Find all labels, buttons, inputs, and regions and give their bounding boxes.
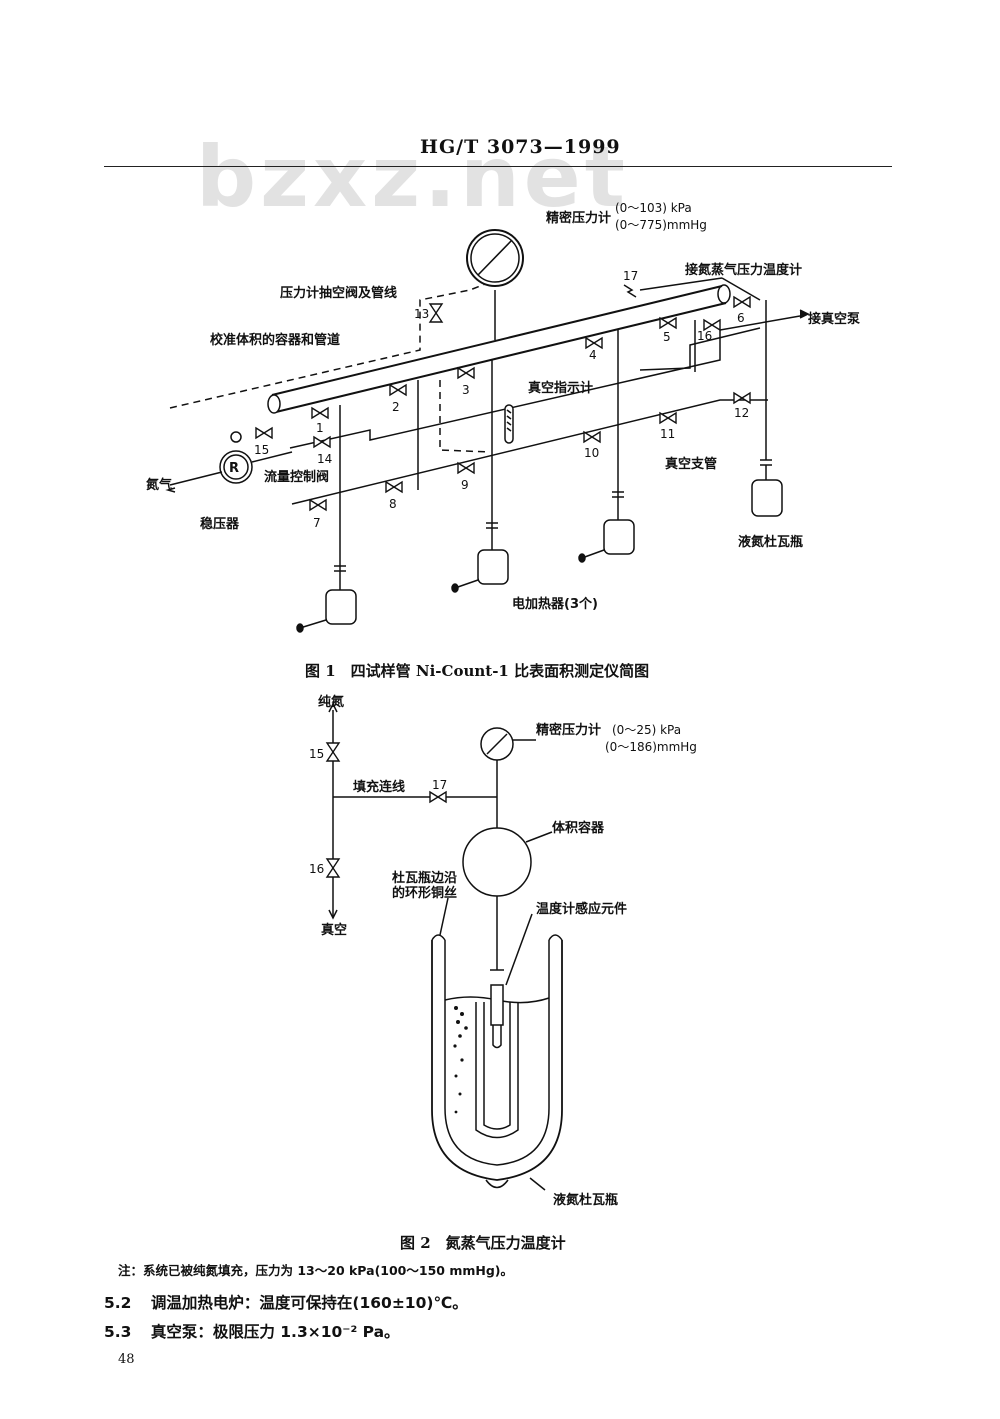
section-5-3-text: 真空泵：极限压力 1.3×10⁻² Pa。 xyxy=(150,1323,400,1341)
fig1-gauge-label: 精密压力计 xyxy=(546,210,611,226)
fig1-vacuum-indicator-label: 真空指示计 xyxy=(528,380,593,396)
section-5-3: 5.3 真空泵：极限压力 1.3×10⁻² Pa。 xyxy=(104,1320,400,1342)
fig1-regulator-label: 稳压器 xyxy=(200,516,240,532)
valve-4 xyxy=(585,337,603,349)
heater-2 xyxy=(451,545,509,593)
fig1-gauge-range-mmhg: (0～775)mmHg xyxy=(615,218,707,232)
valve-14 xyxy=(313,436,331,448)
vacuum-manifold-upper xyxy=(289,315,801,449)
fig2-ring-wire-label-1: 杜瓦瓶边沿 xyxy=(392,870,457,886)
note-text: 注：系统已被纯氮填充，压力为 13～20 kPa(100～150 mmHg)。 xyxy=(118,1263,513,1278)
valve-15-fig2 xyxy=(326,742,340,762)
fig1-gauge-range-kpa: (0～103) kPa xyxy=(615,201,692,215)
valve-7 xyxy=(309,499,327,511)
watermark: bzxz.net xyxy=(196,128,629,226)
section-5-2-text: 调温加热电炉：温度可保持在(160±10)℃。 xyxy=(150,1294,468,1312)
heater-3 xyxy=(578,492,635,563)
valve-number-2: 2 xyxy=(392,400,400,414)
fig1-vacuum-branch-label: 真空支管 xyxy=(665,456,717,472)
fig2-vacuum-label: 真空 xyxy=(321,922,347,938)
fig1-nitrogen-label: 氮气 xyxy=(146,477,172,493)
valve-12 xyxy=(733,392,751,404)
calibration-tube xyxy=(267,284,731,414)
section-5-3-number: 5.3 xyxy=(104,1323,132,1341)
valve-number-11: 11 xyxy=(660,427,675,441)
valve-5 xyxy=(659,317,677,329)
vacuum-indicator-icon xyxy=(504,404,514,444)
valve-number-10: 10 xyxy=(584,446,599,460)
fig2-valve-number-16: 16 xyxy=(309,862,324,876)
section-5-2: 5.2 调温加热电炉：温度可保持在(160±10)℃。 xyxy=(104,1291,468,1313)
valve-10 xyxy=(583,431,601,443)
fig2-gauge-range-kpa: (0～25) kPa xyxy=(612,723,681,737)
fig2-valve-number-17: 17 xyxy=(432,778,447,792)
fig2-dewar-label: 液氮杜瓦瓶 xyxy=(553,1192,618,1208)
page-number: 48 xyxy=(118,1352,135,1367)
valve-number-4: 4 xyxy=(589,348,597,362)
figure-2-caption: 图 2 氮蒸气压力温度计 xyxy=(400,1234,566,1252)
valve-number-17: 17 xyxy=(623,269,638,283)
header-rule xyxy=(104,166,892,167)
valve-2 xyxy=(389,384,407,396)
nitrogen-bubbles xyxy=(453,1006,468,1114)
figure-2 xyxy=(328,702,563,1191)
fig1-n2-thermometer-label: 接氮蒸气压力温度计 xyxy=(685,262,802,278)
valve-number-6: 6 xyxy=(737,311,745,325)
fig2-valve-number-15: 15 xyxy=(309,747,324,761)
valve-17-fig2 xyxy=(429,791,447,803)
valve-number-3: 3 xyxy=(462,383,470,397)
fig2-ring-wire-label-2: 的环形铜丝 xyxy=(392,885,457,901)
valve-1 xyxy=(311,407,329,419)
figure-1-caption: 图 1 四试样管 Ni-Count-1 比表面积测定仪简图 xyxy=(305,662,650,680)
regulator-icon xyxy=(169,431,293,486)
fig1-vacuum-pump-label: 接真空泵 xyxy=(808,311,860,327)
page-header: HG/T 3073—1999 xyxy=(420,136,621,158)
fig2-vessel-label: 体积容器 xyxy=(552,820,605,836)
dewar-fig2 xyxy=(431,940,563,1181)
fig2-fill-line-label: 填充连线 xyxy=(353,779,405,795)
dewar-fig1 xyxy=(751,465,783,517)
fig2-gauge-label: 精密压力计 xyxy=(536,722,601,738)
valve-number-12: 12 xyxy=(734,406,749,420)
fig1-heater-label: 电加热器(3个) xyxy=(512,596,598,612)
fig1-regulator-symbol: R xyxy=(229,461,239,476)
valve-3 xyxy=(457,367,475,379)
valve-number-14: 14 xyxy=(317,452,332,466)
figure-1 xyxy=(165,229,810,633)
fig2-sensor-label: 温度计感应元件 xyxy=(536,901,627,917)
valve-number-1: 1 xyxy=(316,421,324,435)
valve-number-9: 9 xyxy=(461,478,469,492)
fig1-gauge-valve-label: 压力计抽空阀及管线 xyxy=(280,285,397,301)
valve-16-fig2 xyxy=(326,858,340,878)
fig1-flow-valve-label: 流量控制阀 xyxy=(264,469,329,485)
section-5-2-number: 5.2 xyxy=(104,1294,132,1312)
valve-number-16: 16 xyxy=(697,329,712,343)
valve-11 xyxy=(659,412,677,424)
valve-number-15: 15 xyxy=(254,443,269,457)
valve-number-5: 5 xyxy=(663,330,671,344)
valve-9 xyxy=(457,462,475,474)
valve-15 xyxy=(255,427,273,439)
fig2-pure-n2-label: 纯氮 xyxy=(318,694,344,710)
gauge-dashed-line xyxy=(169,279,496,409)
valve-13 xyxy=(429,303,443,323)
fig2-gauge-range-mmhg: (0～186)mmHg xyxy=(605,740,697,754)
valve-number-13: 13 xyxy=(414,307,429,321)
valve-number-8: 8 xyxy=(389,497,397,511)
fig2-valves xyxy=(326,742,447,878)
valve-number-7: 7 xyxy=(313,516,321,530)
fig1-calib-vessel-label: 校准体积的容器和管道 xyxy=(210,332,340,348)
valve-8 xyxy=(385,481,403,493)
precision-gauge-icon xyxy=(466,229,524,287)
valve-6 xyxy=(733,296,751,308)
fig1-valve-numbers: 1 2 3 4 5 6 7 8 9 10 11 12 13 14 15 16 1… xyxy=(254,269,749,530)
vacuum-manifold-lower xyxy=(291,399,768,505)
fig1-valves xyxy=(255,296,751,511)
fig1-dewar-label: 液氮杜瓦瓶 xyxy=(738,534,803,550)
heater-1 xyxy=(296,570,357,633)
